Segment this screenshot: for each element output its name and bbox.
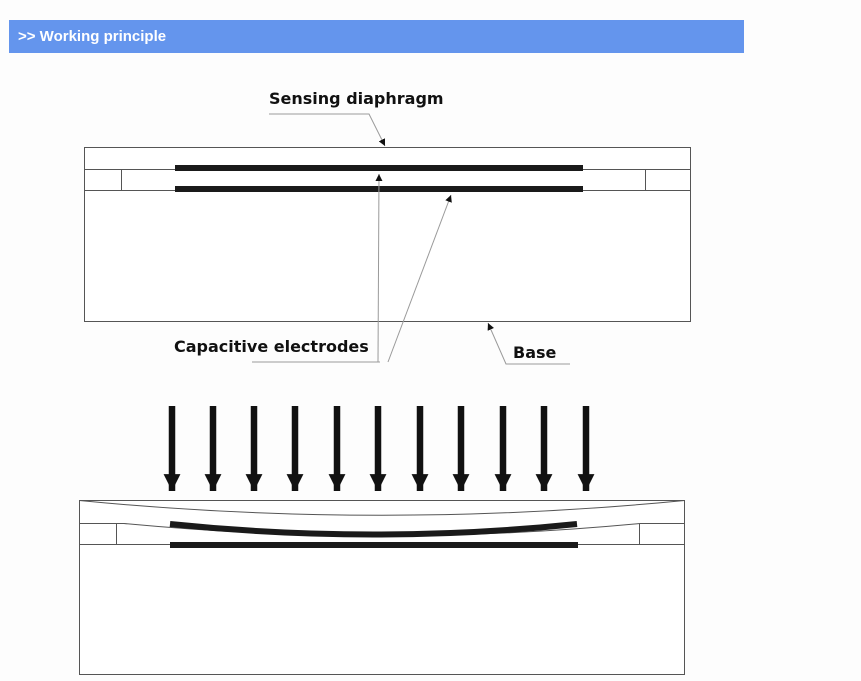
sensor-housing [84,147,691,322]
deflected-diaphragm-top [79,500,685,516]
upper-electrode-leader [375,173,383,363]
base-leader [487,322,570,365]
lower-electrode-leader [387,194,452,363]
sensing-diaphragm-label: Sensing diaphragm [269,89,444,108]
section-header-bar: >> Working principle [9,20,744,53]
lower-electrode-loaded [170,542,578,548]
sensing-diaphragm-leader [269,113,386,147]
base-label: Base [513,343,557,362]
sensor-at-rest [84,147,691,322]
upper-electrode [175,165,583,171]
section-title: >> Working principle [18,28,167,45]
sensor-under-pressure [79,500,685,675]
applied-pressure-arrows [163,406,595,491]
deflected-upper-electrode [169,521,578,538]
capacitive-electrodes-label: Capacitive electrodes [174,337,369,356]
